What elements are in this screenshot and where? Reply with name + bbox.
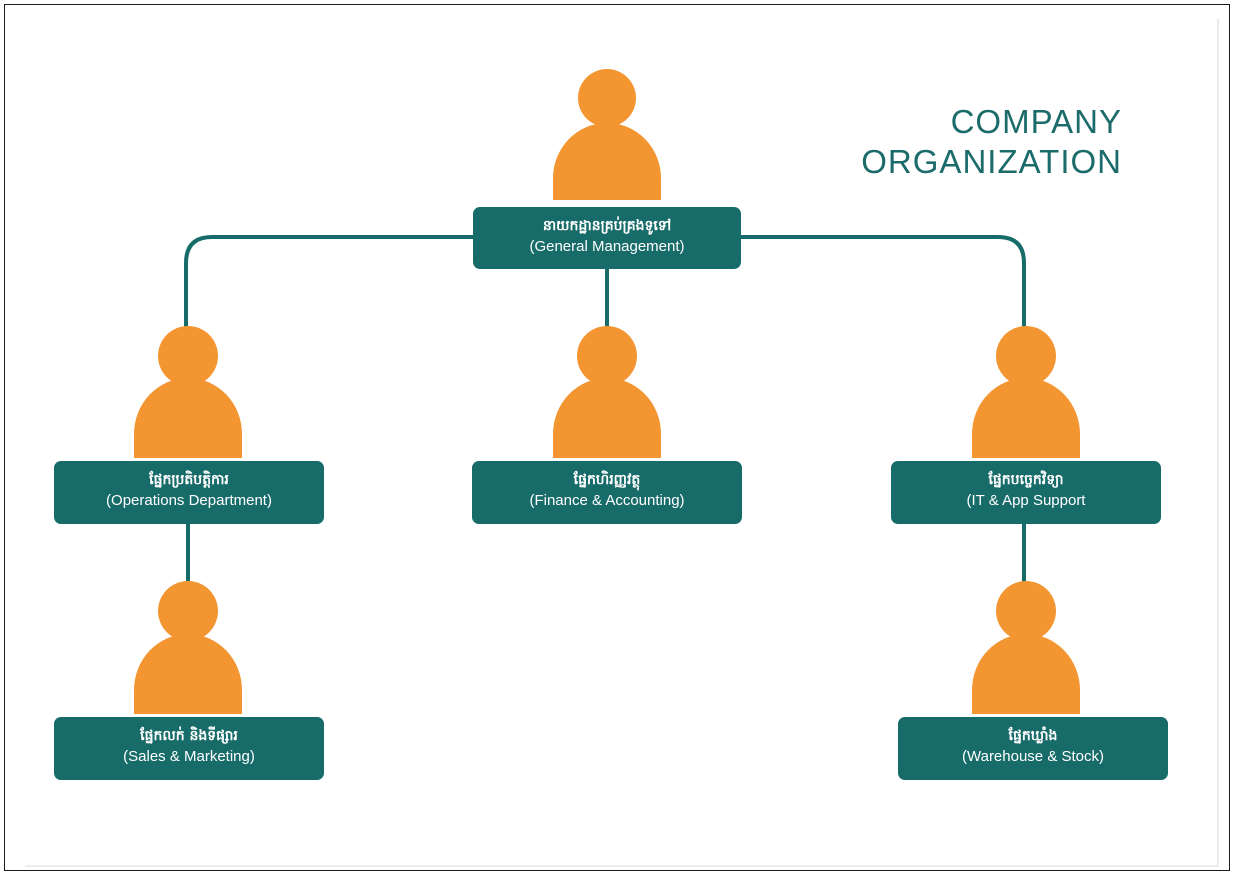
node-khmer-label: ផ្នែកឃ្លាំង [1008,728,1058,744]
node-khmer-label: ផ្នែកលក់ និងទីផ្សារ [140,728,238,744]
node-finance-accounting: ផ្នែកហិរញ្ញវត្ថុ (Finance & Accounting) [472,461,742,524]
person-icon [134,581,242,714]
chart-title: COMPANY ORGANIZATION [861,102,1122,182]
node-it-app-support: ផ្នែកបច្ចេកវិទ្យា (IT & App Support [891,461,1161,524]
node-warehouse-stock: ផ្នែកឃ្លាំង (Warehouse & Stock) [898,717,1168,780]
diagram-inner-border [25,19,1219,867]
person-icon [972,326,1080,458]
node-sales-marketing: ផ្នែកលក់ និងទីផ្សារ (Sales & Marketing) [54,717,324,780]
person-icon [972,581,1080,714]
node-english-label: (Warehouse & Stock) [962,748,1104,765]
person-icon [134,326,242,458]
node-operations-department: ផ្នែកប្រតិបត្តិការ (Operations Departmen… [54,461,324,524]
connector-general-it [738,235,1026,332]
node-khmer-label: ផ្នែកប្រតិបត្តិការ [149,472,229,488]
chart-title-line2: ORGANIZATION [861,143,1122,180]
node-khmer-label: ផ្នែកបច្ចេកវិទ្យា [988,472,1064,488]
node-english-label: (IT & App Support [966,492,1086,509]
node-english-label: (Sales & Marketing) [123,748,255,765]
node-english-label: (Finance & Accounting) [529,492,685,509]
node-english-label: (General Management) [529,238,685,255]
node-khmer-label: នាយកដ្ឋានគ្រប់គ្រងទូទៅ [542,218,672,234]
node-khmer-label: ផ្នែកហិរញ្ញវត្ថុ [573,472,641,488]
node-general-management: នាយកដ្ឋានគ្រប់គ្រងទូទៅ (General Manageme… [473,207,741,269]
chart-title-line1: COMPANY [950,103,1122,140]
node-english-label: (Operations Department) [106,492,272,509]
person-icon [553,326,661,458]
person-icon [553,69,661,200]
connector-general-operations [184,235,476,332]
